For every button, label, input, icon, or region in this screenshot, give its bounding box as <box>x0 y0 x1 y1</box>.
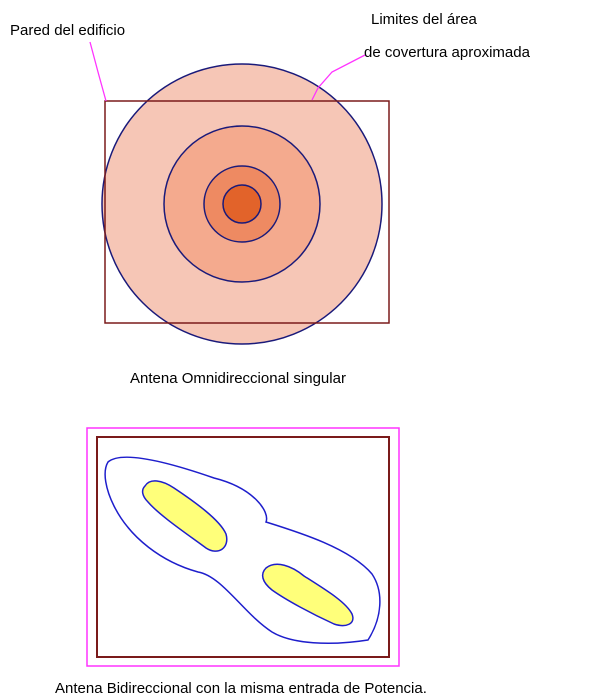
outer-boundary <box>86 427 400 667</box>
coverage-boundary <box>104 456 381 644</box>
coverage-label-line2: de covertura aproximada <box>364 44 531 61</box>
wall-label: Pared del edificio <box>10 22 125 39</box>
coverage-leader-line <box>311 54 366 101</box>
antenna-core <box>222 184 262 224</box>
lobe-upper <box>141 480 228 552</box>
wall-leader-line <box>89 41 107 102</box>
lobe-lower <box>261 563 354 627</box>
omni-caption: Antena Omnidireccional singular <box>130 370 346 387</box>
building-wall-bidir <box>96 436 390 658</box>
omni-figure <box>89 41 390 345</box>
bidir-caption: Antena Bidireccional con la misma entrad… <box>55 680 427 697</box>
bidir-figure <box>86 427 400 667</box>
building-wall <box>104 100 390 324</box>
coverage-label-line1: Limites del área <box>371 11 478 28</box>
